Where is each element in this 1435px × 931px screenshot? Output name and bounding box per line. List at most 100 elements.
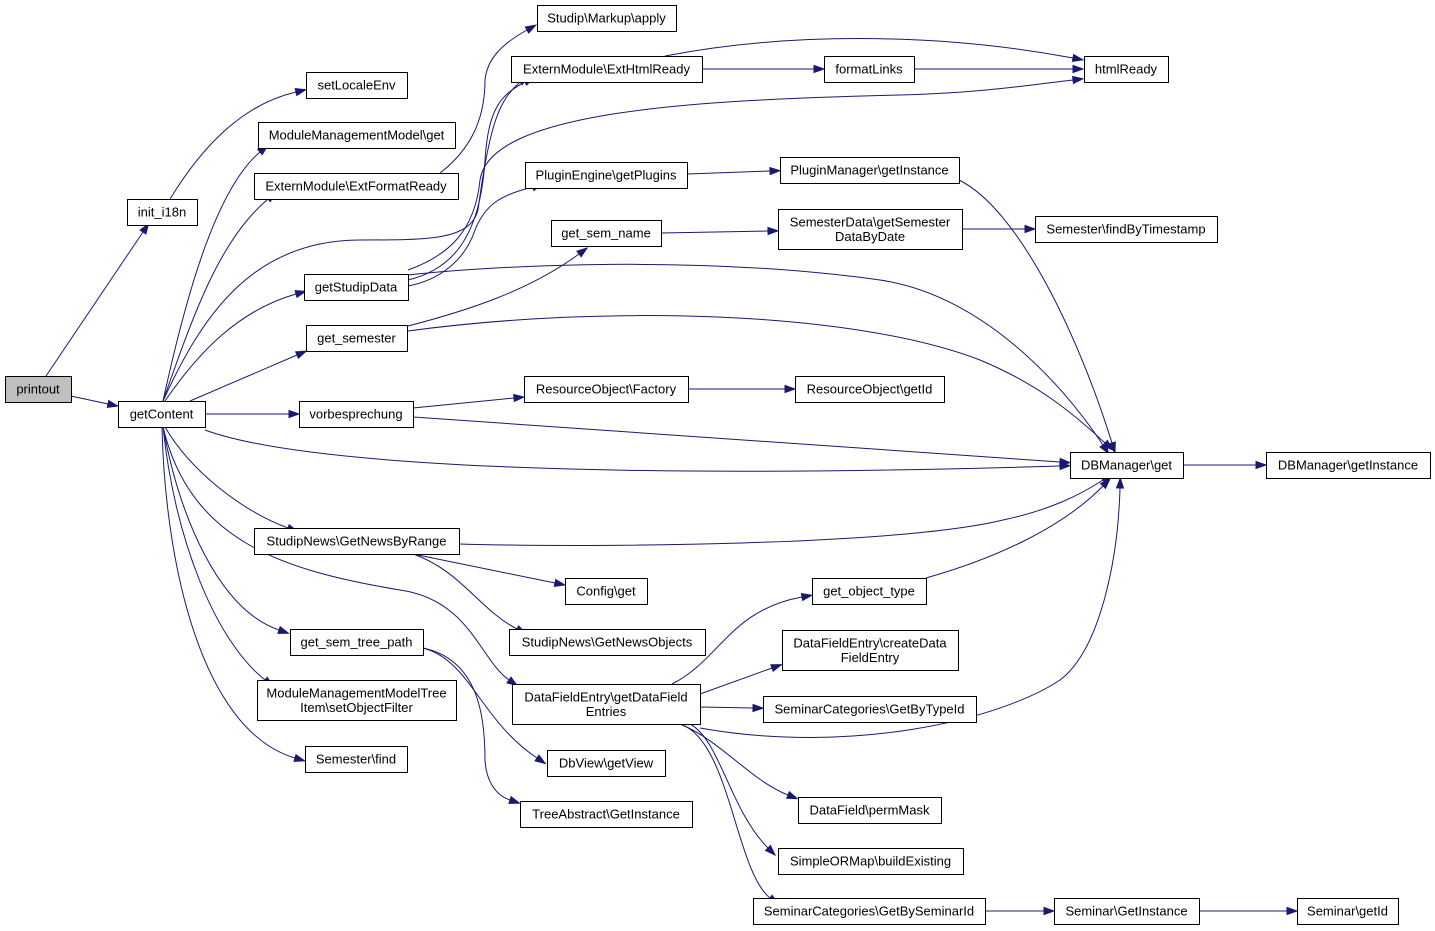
node-find_by_ts[interactable]: Semester\findByTimestamp (1035, 216, 1218, 243)
node-plugin_manager[interactable]: PluginManager\getInstance (780, 157, 960, 184)
node-getContent[interactable]: getContent (118, 401, 206, 428)
node-formatLinks[interactable]: formatLinks (824, 56, 915, 83)
edge-semester_data-to-find_by_ts (962, 224, 1037, 234)
edge-line (422, 647, 511, 801)
arrowhead-icon (1043, 906, 1056, 916)
node-news_objects[interactable]: StudipNews\GetNewsObjects (509, 629, 706, 656)
node-markup_apply[interactable]: Studip\Markup\apply (537, 5, 677, 32)
node-box (509, 629, 706, 656)
node-label: Config\get (576, 584, 636, 599)
node-get_sem_name[interactable]: get_sem_name (551, 220, 662, 247)
edge-line (679, 723, 789, 796)
edge-line (458, 479, 1104, 546)
edge-ext_html-to-htmlReady (664, 38, 1085, 63)
node-label: Seminar\getId (1307, 904, 1388, 919)
node-label: Entries (586, 704, 627, 719)
edge-line (407, 79, 1074, 271)
node-label: get_semester (317, 331, 396, 346)
node-ext_html[interactable]: ExternModule\ExtHtmlReady (511, 56, 703, 83)
edge-ext_html-to-formatLinks (702, 64, 826, 74)
node-vorbesprechung[interactable]: vorbesprechung (299, 401, 414, 428)
node-label: ExternModule\ExtHtmlReady (523, 62, 690, 77)
arrowhead-icon (139, 222, 150, 235)
node-label: Seminar\GetInstance (1065, 904, 1187, 919)
edge-line (169, 91, 297, 200)
node-db_get[interactable]: DBManager\get (1070, 452, 1184, 479)
node-htmlReady[interactable]: htmlReady (1084, 56, 1169, 83)
node-printout[interactable]: printout (5, 376, 72, 403)
edge-printout-to-init_i18n (45, 222, 150, 377)
node-label: DbView\getView (559, 756, 654, 771)
edge-line (407, 81, 526, 281)
node-box (258, 122, 456, 149)
node-resource_factory[interactable]: ResourceObject\Factory (524, 376, 689, 403)
node-db_instance[interactable]: DBManager\getInstance (1266, 452, 1431, 479)
edge-get_sem_name-to-semester_data (660, 226, 780, 236)
node-mmm_tree[interactable]: ModuleManagementModelTreeItem\setObjectF… (257, 680, 457, 721)
node-label: DBManager\getInstance (1278, 458, 1418, 473)
edge-line (70, 395, 109, 405)
node-label: DataField\permMask (810, 803, 930, 818)
edge-line (412, 553, 556, 584)
node-label: get_object_type (823, 584, 915, 599)
edge-line (407, 186, 534, 287)
node-setLocaleEnv[interactable]: setLocaleEnv (306, 72, 408, 99)
node-seminar_cat_type[interactable]: SeminarCategories\GetByTypeId (763, 696, 977, 723)
node-box (1070, 452, 1184, 479)
arrowhead-icon (524, 24, 538, 34)
edge-formatLinks-to-htmlReady (914, 64, 1085, 74)
node-semester_find[interactable]: Semester\find (305, 746, 408, 773)
node-news_range[interactable]: StudipNews\GetNewsByRange (254, 528, 460, 555)
node-box (525, 162, 688, 189)
edge-line (45, 231, 144, 377)
node-get_object_type[interactable]: get_object_type (812, 578, 927, 605)
node-seminar_cat_sem[interactable]: SeminarCategories\GetBySeminarId (753, 898, 986, 925)
arrowhead-icon (534, 754, 547, 765)
node-label: ExternModule\ExtFormatReady (265, 179, 447, 194)
node-tree_abstract[interactable]: TreeAbstract\GetInstance (520, 801, 693, 828)
edge-init_i18n-to-setLocaleEnv (169, 88, 308, 200)
edge-getContent-to-getStudipData (164, 290, 308, 402)
edge-line (189, 354, 298, 402)
node-label: Item\setObjectFilter (300, 700, 413, 715)
node-resource_getid[interactable]: ResourceObject\getId (795, 376, 945, 403)
edge-line (164, 426, 289, 529)
node-get_sem_tree_path[interactable]: get_sem_tree_path (290, 629, 424, 656)
node-label: StudipNews\GetNewsByRange (267, 534, 447, 549)
node-seminar_getid[interactable]: Seminar\getId (1297, 898, 1399, 925)
node-box (780, 157, 960, 184)
node-label: getContent (130, 407, 194, 422)
node-mmm_get[interactable]: ModuleManagementModel\get (258, 122, 456, 149)
node-simple_orm[interactable]: SimpleORMap\buildExisting (778, 848, 964, 875)
node-label: SimpleORMap\buildExisting (790, 854, 951, 869)
node-get_semester[interactable]: get_semester (306, 325, 408, 352)
node-label: FieldEntry (841, 650, 900, 665)
node-label: getStudipData (315, 280, 398, 295)
node-box (812, 578, 927, 605)
arrowhead-icon (1101, 439, 1114, 451)
node-box (127, 199, 198, 226)
node-label: vorbesprechung (309, 407, 402, 422)
node-dbview[interactable]: DbView\getView (547, 750, 666, 777)
edge-line (679, 723, 771, 899)
node-getStudipData[interactable]: getStudipData (304, 274, 409, 301)
edge-line (689, 723, 769, 849)
edge-dfe_get-to-seminar_cat_sem (679, 723, 779, 906)
arrowhead-icon (576, 247, 589, 258)
node-box (299, 401, 414, 428)
node-perm_mask[interactable]: DataField\permMask (798, 797, 942, 824)
node-label: htmlReady (1095, 62, 1158, 77)
node-box (547, 750, 666, 777)
node-seminar_instance[interactable]: Seminar\GetInstance (1054, 898, 1200, 925)
edge-dfe_get-to-dfe_create (699, 664, 783, 695)
node-config_get[interactable]: Config\get (565, 578, 648, 605)
arrowhead-icon (767, 226, 780, 236)
edge-get_semester-to-db_get (407, 315, 1114, 451)
node-init_i18n[interactable]: init_i18n (127, 199, 198, 226)
node-plugin_engine[interactable]: PluginEngine\getPlugins (525, 162, 688, 189)
node-ext_format[interactable]: ExternModule\ExtFormatReady (254, 173, 459, 200)
